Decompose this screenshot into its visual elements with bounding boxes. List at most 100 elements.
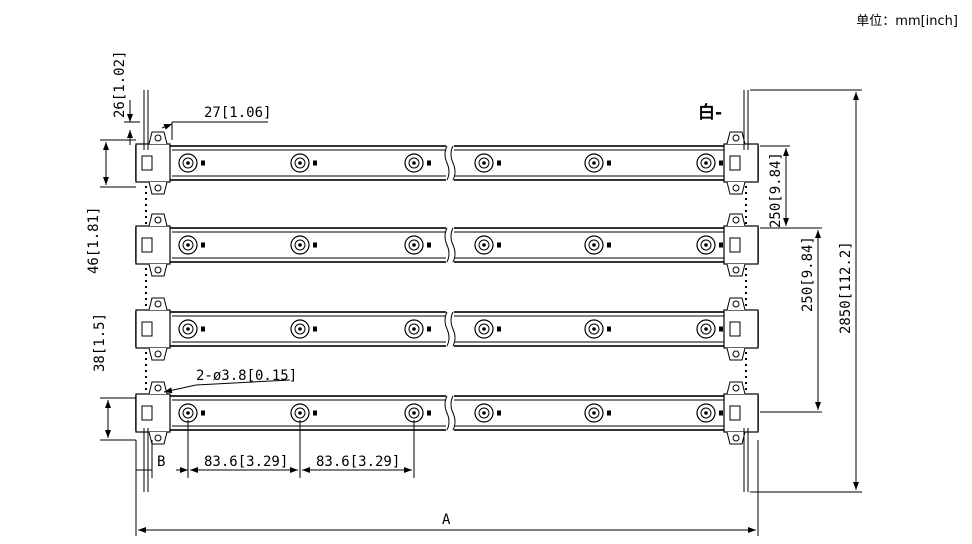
led-marker [497,410,501,416]
led-marker [607,410,611,416]
led-chip [704,161,708,165]
led-marker [313,242,317,248]
led-lens-inner [182,323,194,335]
end-cap-left [135,225,171,265]
led-marker [497,326,501,332]
led-lens-inner [182,239,194,251]
break-mark [450,227,456,263]
dim-bracket-offset: 27[1.06] [161,105,271,140]
led-chip [412,411,416,415]
led-marker [201,410,205,416]
led-marker [313,160,317,166]
led-lens-inner [588,239,600,251]
mount-hole [154,384,162,392]
dim-led-pitch-2-label: 83.6[3.29] [316,454,400,470]
break-mark [444,145,450,181]
led-chip [592,411,596,415]
led-lens-inner [182,407,194,419]
dim-bracket-width: 38[1.5] [92,313,136,441]
break-mark [450,395,456,431]
mount-ear [148,431,168,445]
mount-hole [732,434,740,442]
connector [141,321,153,337]
led-lens-inner [408,239,420,251]
led-marker [427,326,431,332]
led-strip [135,213,759,277]
dim-bracket-width-label: 38[1.5] [92,313,108,372]
led-marker [427,410,431,416]
led-chip [298,411,302,415]
led-lens [696,319,716,339]
led-strip [135,381,759,445]
mount-hole [154,184,162,192]
led-marker [497,242,501,248]
dim-lead-length-label: 26[1.02] [112,51,128,118]
mount-hole [732,384,740,392]
led-chip [704,411,708,415]
led-lens-inner [294,323,306,335]
led-lens-inner [700,407,712,419]
led-lens [404,153,424,173]
connector [729,237,741,253]
led-chip [186,411,190,415]
led-lens [584,319,604,339]
led-lens [178,153,198,173]
led-chip [298,161,302,165]
dim-hole-spec-label: 2-ø3.8[0.15] [196,368,297,384]
mount-ear [726,263,746,277]
mount-hole [154,216,162,224]
led-lens [474,403,494,423]
mount-ear [148,213,168,227]
break-mark [450,311,456,347]
led-lens [178,319,198,339]
led-chip [412,161,416,165]
mount-ear [148,181,168,195]
mount-hole [154,434,162,442]
led-chip [412,327,416,331]
led-lens-inner [408,323,420,335]
dim-lead-length: 26[1.02] [112,51,140,145]
led-chip [704,327,708,331]
wire-marker-label: 白- [698,102,722,123]
led-lens-inner [588,407,600,419]
led-marker [719,326,723,332]
led-marker [201,242,205,248]
dim-hole-spec: 2-ø3.8[0.15] [163,368,297,394]
led-chip [704,243,708,247]
dim-bottom-row: B 83.6[3.29] 83.6[3.29] [136,420,415,478]
led-lens-inner [182,157,194,169]
led-marker [313,410,317,416]
led-chip [592,327,596,331]
led-marker [427,242,431,248]
led-lens-inner [588,157,600,169]
mount-ear [726,297,746,311]
led-lens [178,235,198,255]
led-marker [607,160,611,166]
led-chip [482,161,486,165]
break-mark [444,395,450,431]
led-chip [186,161,190,165]
mount-ear [148,263,168,277]
led-chip [592,161,596,165]
connecting-wires [145,186,747,392]
led-marker [201,326,205,332]
end-cap-right [723,393,759,433]
led-lens-inner [294,239,306,251]
led-lens [474,319,494,339]
mount-hole [732,266,740,274]
led-marker [497,160,501,166]
led-lens [290,153,310,173]
led-lens [290,319,310,339]
led-chip [186,243,190,247]
left-wire-leads [143,90,149,492]
led-strip [135,297,759,361]
led-lens-inner [294,157,306,169]
dim-led-pitch-1-label: 83.6[3.29] [204,454,288,470]
led-lens [584,403,604,423]
led-lens-inner [478,323,490,335]
mount-ear [148,347,168,361]
mount-ear [148,297,168,311]
right-wire-leads [743,90,749,492]
led-marker [427,160,431,166]
led-lens [584,153,604,173]
